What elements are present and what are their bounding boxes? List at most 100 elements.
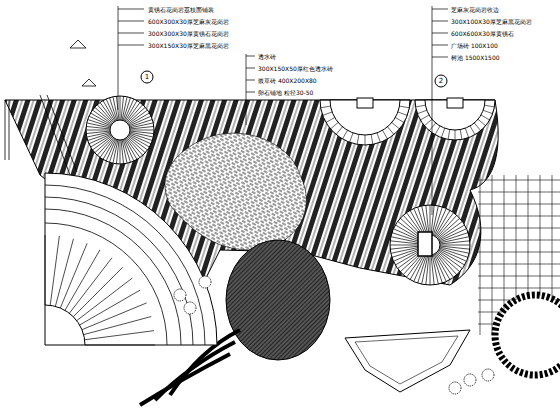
radial-joint — [121, 140, 124, 164]
leader-line — [432, 21, 448, 22]
fan-joint — [85, 345, 155, 346]
radial-joint — [126, 102, 140, 121]
hex-plaza — [345, 330, 470, 392]
radial-joint — [434, 254, 446, 281]
radial-joint — [390, 245, 420, 246]
radial-joint — [430, 205, 431, 235]
ring-joint — [470, 126, 475, 135]
radial-joint — [103, 101, 115, 122]
ring-joint — [395, 118, 404, 123]
fan-joint — [80, 290, 141, 325]
ring-joint — [357, 134, 359, 144]
material-note: 300X100X30厚芝麻黑花岗岩 — [451, 18, 532, 25]
material-note: 树池 1500X1500 — [451, 54, 500, 61]
radial-joint — [437, 252, 457, 274]
shrub-symbol — [184, 302, 196, 314]
ring-joint — [460, 130, 462, 140]
radial-joint — [100, 138, 114, 157]
leader-line — [432, 9, 448, 10]
ring-joint — [435, 126, 440, 135]
ring-joint — [383, 130, 388, 139]
radial-joint — [128, 136, 147, 150]
radial-joint — [97, 137, 113, 155]
material-note: 300X150X30厚芝麻黑花岗岩 — [148, 42, 229, 49]
bench — [357, 98, 373, 108]
shrub-symbol — [482, 369, 494, 381]
callout-number: 1 — [142, 74, 152, 81]
radial-joint — [436, 253, 454, 277]
ring-joint — [485, 100, 495, 101]
ring-joint — [455, 130, 456, 140]
leader-line — [246, 80, 255, 81]
radial-joint — [130, 126, 154, 129]
ring-joint — [387, 127, 393, 135]
seating-step — [45, 197, 193, 345]
radial-joint — [86, 131, 110, 134]
fan-joint — [85, 331, 154, 340]
ring-joint — [417, 110, 426, 113]
material-note: 300X300X30厚黄锈石花岗岩 — [148, 30, 229, 37]
material-note: 300X150X50厚红色透水砖 — [258, 65, 333, 72]
material-note: 600X300X30厚芝麻灰花岗岩 — [148, 18, 229, 25]
ring-joint — [485, 105, 495, 107]
radial-joint — [440, 246, 470, 249]
ring-joint — [483, 110, 492, 113]
leader-line — [246, 68, 255, 69]
leader-line — [246, 56, 255, 57]
ring-joint — [365, 135, 366, 145]
ring-joint — [424, 119, 432, 125]
radial-joint — [440, 245, 470, 246]
ring-joint — [399, 106, 409, 108]
fan-joint — [69, 258, 112, 314]
ring-joint — [415, 100, 425, 101]
ring-joint — [331, 122, 339, 128]
leader-line — [432, 57, 448, 58]
ring-joint — [343, 130, 348, 139]
ring-joint — [326, 118, 335, 123]
shrub-symbol — [174, 289, 186, 301]
leader-line — [246, 92, 255, 93]
ring-joint — [448, 130, 450, 140]
ring-joint — [474, 123, 480, 131]
radial-joint — [438, 221, 462, 239]
fan-joint — [82, 303, 147, 330]
radial-joint — [440, 247, 469, 253]
ring-joint — [465, 128, 468, 137]
ring-joint — [416, 105, 426, 107]
planting-bed — [226, 240, 330, 360]
radial-joint — [426, 205, 429, 235]
leader-line — [118, 33, 144, 34]
shrub-symbol — [199, 276, 211, 288]
radial-joint — [426, 255, 429, 285]
leader-line — [118, 21, 144, 22]
radial-joint — [431, 255, 434, 285]
radial-joint — [431, 205, 434, 235]
ring-joint — [321, 106, 331, 108]
radial-joint — [390, 246, 420, 249]
material-note: 广场砖 100X100 — [451, 42, 498, 49]
material-note: 嵌草砖 400X200X80 — [258, 77, 317, 84]
leader-line — [118, 45, 144, 46]
seating-step — [45, 223, 167, 345]
ring-joint — [392, 122, 400, 128]
ring-joint — [478, 119, 486, 125]
feature-block — [418, 232, 432, 256]
radial-joint — [127, 137, 145, 153]
fan-joint — [60, 243, 87, 308]
callout-circle — [141, 71, 153, 83]
tree-pool — [86, 96, 154, 164]
radial-joint — [127, 105, 143, 123]
ring-joint — [441, 128, 444, 137]
ring-joint — [429, 123, 435, 131]
radial-joint — [440, 233, 469, 242]
ring-joint — [371, 134, 373, 144]
radial-joint — [432, 255, 438, 284]
material-note: 透水砖 — [258, 53, 276, 60]
radial-joint — [418, 207, 427, 236]
ring-joint — [350, 133, 353, 142]
radial-joint — [391, 247, 420, 253]
radial-joint — [390, 241, 420, 244]
fan-joint — [50, 236, 59, 305]
curved-strip — [140, 354, 230, 405]
